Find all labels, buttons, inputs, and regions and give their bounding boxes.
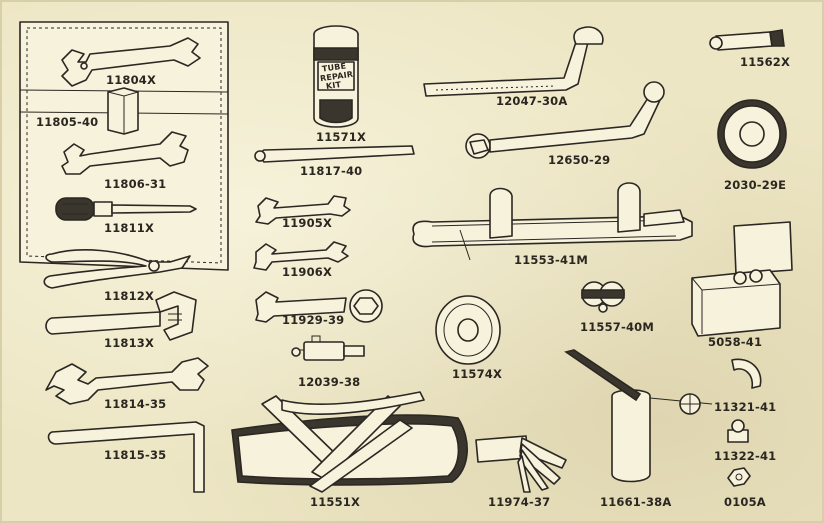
valve-tube-icon bbox=[709, 29, 785, 51]
part-label-11805-40: 11805-40 bbox=[36, 115, 99, 129]
part-label-11804x: 11804X bbox=[106, 73, 157, 87]
part-label-11813x: 11813X bbox=[104, 336, 155, 350]
part-label-11817-40: 11817-40 bbox=[300, 164, 363, 178]
part-label-11812x: 11812X bbox=[104, 289, 155, 303]
part-label-5058-41: 5058-41 bbox=[708, 335, 763, 349]
hex-key-icon bbox=[47, 421, 205, 493]
part-label-11811x: 11811X bbox=[104, 221, 155, 235]
part-label-0105a: 0105A bbox=[724, 495, 766, 509]
tire-iron-bag-icon bbox=[231, 391, 468, 493]
ring-wrench-icon bbox=[255, 289, 383, 323]
part-label-11321-41: 11321-41 bbox=[714, 400, 777, 414]
part-label-11815-35: 11815-35 bbox=[104, 448, 167, 462]
feeler-gauge-icon bbox=[475, 435, 567, 493]
part-label-11557-40m: 11557-40M bbox=[580, 320, 655, 334]
tube-repair-kit-icon bbox=[313, 25, 359, 128]
heavy-wrench-icon bbox=[45, 357, 209, 405]
open-end-wrench-icon bbox=[61, 37, 201, 87]
clip-icon bbox=[731, 358, 762, 389]
pipe-wrench-icon bbox=[45, 291, 197, 341]
small-wrench-b-icon bbox=[253, 241, 349, 271]
box-wrench-long-icon bbox=[423, 26, 604, 97]
part-label-11906x: 11906X bbox=[282, 265, 333, 279]
part-label-12650-29: 12650-29 bbox=[548, 153, 611, 167]
tire-pump-icon bbox=[412, 182, 693, 261]
tape-roll-icon bbox=[435, 295, 501, 365]
part-label-2030-29e: 2030-29E bbox=[724, 178, 787, 192]
part-label-11905x: 11905X bbox=[282, 216, 333, 230]
socket-icon bbox=[107, 87, 139, 135]
part-label-11974-37: 11974-37 bbox=[488, 495, 551, 509]
grease-gun-icon bbox=[564, 349, 713, 483]
part-label-11571x: 11571X bbox=[316, 130, 367, 144]
spares-tin-icon bbox=[691, 221, 793, 337]
tommy-bar-icon bbox=[254, 145, 415, 163]
part-label-11661-38a: 11661-38A bbox=[600, 495, 672, 509]
part-label-11574x: 11574X bbox=[452, 367, 503, 381]
part-label-11553-41m: 11553-41M bbox=[514, 253, 589, 267]
part-label-11562x: 11562X bbox=[740, 55, 791, 69]
part-label-11929-39: 11929-39 bbox=[282, 313, 345, 327]
screwdriver-icon bbox=[55, 197, 197, 221]
chain-tool-icon bbox=[291, 335, 365, 361]
pliers-icon bbox=[43, 249, 191, 289]
part-label-12039-38: 12039-38 bbox=[298, 375, 361, 389]
part-label-11814-35: 11814-35 bbox=[104, 397, 167, 411]
double-wrench-icon bbox=[61, 131, 189, 175]
valve-icon bbox=[727, 419, 749, 443]
part-label-11551x: 11551X bbox=[310, 495, 361, 509]
sprocket-icon bbox=[717, 99, 787, 169]
nut-icon bbox=[727, 467, 751, 487]
part-label-11322-41: 11322-41 bbox=[714, 449, 777, 463]
part-label-12047-30a: 12047-30A bbox=[496, 94, 568, 108]
part-label-11806-31: 11806-31 bbox=[104, 177, 167, 191]
bent-ring-wrench-icon bbox=[465, 81, 665, 159]
small-wrench-a-icon bbox=[255, 195, 351, 225]
pump-clip-icon bbox=[581, 281, 625, 313]
